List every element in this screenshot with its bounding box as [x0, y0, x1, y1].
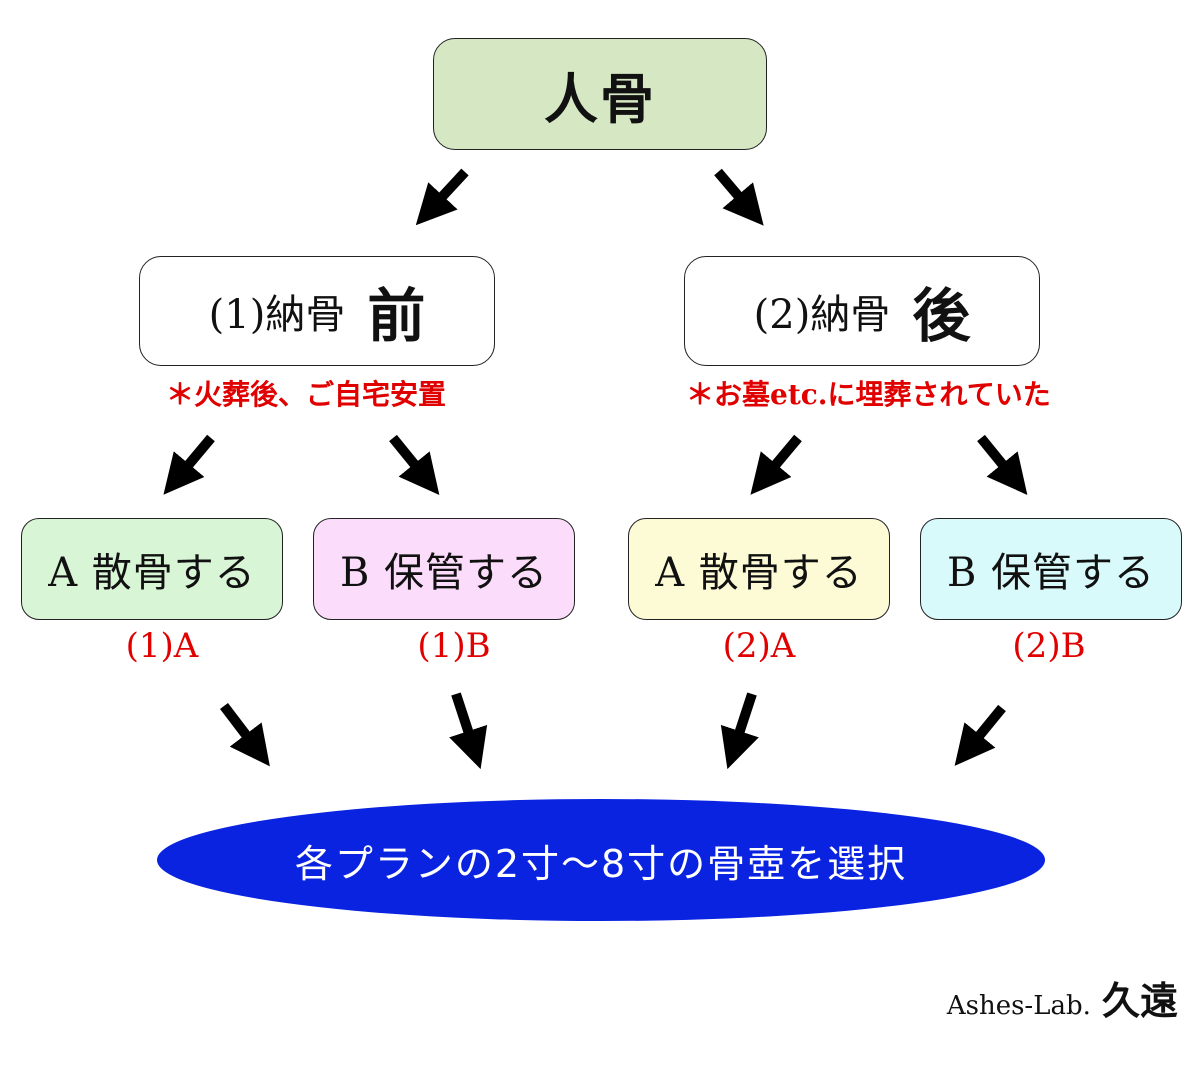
leaf-2a-code: (2)A: [722, 626, 796, 666]
leaf-2b-code: (2)B: [1012, 626, 1086, 666]
result-oval: 各プランの2寸〜8寸の骨壺を選択: [157, 799, 1045, 921]
branch-before-keyword: 前: [367, 282, 426, 350]
arrow-root-to-before: [415, 168, 469, 226]
arrow-before-to-1b: [389, 434, 440, 495]
leaf-1a-label: A 散骨する: [48, 550, 256, 596]
arrow-after-to-2b: [977, 434, 1028, 495]
branch-before-note: ＊火葬後、ご自宅安置: [166, 378, 447, 411]
arrow-root-to-after: [714, 168, 764, 226]
arrow-after-to-2a: [750, 434, 802, 495]
arrow-2b-to-result: [954, 704, 1006, 766]
root-node: 人骨: [433, 38, 767, 150]
leaf-1a-scatter: A 散骨する: [21, 518, 283, 620]
arrow-1b-to-result: [449, 692, 488, 770]
arrow-2a-to-result: [720, 692, 759, 770]
arrow-1a-to-result: [220, 702, 270, 767]
root-label: 人骨: [544, 66, 656, 131]
leaf-1a-code: (1)A: [125, 626, 199, 666]
branch-before-prefix: (1)納骨: [208, 292, 346, 338]
brand-name-jp: 久遠: [1101, 978, 1178, 1023]
brand-signature: Ashes-Lab. 久遠: [947, 970, 1178, 1025]
branch-after-prefix: (2)納骨: [753, 292, 891, 338]
leaf-2b-keep: B 保管する: [920, 518, 1182, 620]
leaf-2a-scatter: A 散骨する: [628, 518, 890, 620]
branch-after-keyword: 後: [912, 282, 971, 350]
leaf-1b-code: (1)B: [417, 626, 491, 666]
leaf-1b-label: B 保管する: [339, 550, 549, 596]
branch-before-node: (1)納骨 前: [139, 256, 495, 366]
branch-after-node: (2)納骨 後: [684, 256, 1040, 366]
branch-after-note: ＊お墓etc.に埋葬されていた: [686, 378, 1051, 411]
arrow-before-to-1a: [163, 434, 215, 495]
brand-name-en: Ashes-Lab.: [946, 991, 1091, 1021]
result-label: 各プランの2寸〜8寸の骨壺を選択: [294, 841, 908, 886]
leaf-2a-label: A 散骨する: [655, 550, 863, 596]
leaf-1b-keep: B 保管する: [313, 518, 575, 620]
leaf-2b-label: B 保管する: [946, 550, 1156, 596]
